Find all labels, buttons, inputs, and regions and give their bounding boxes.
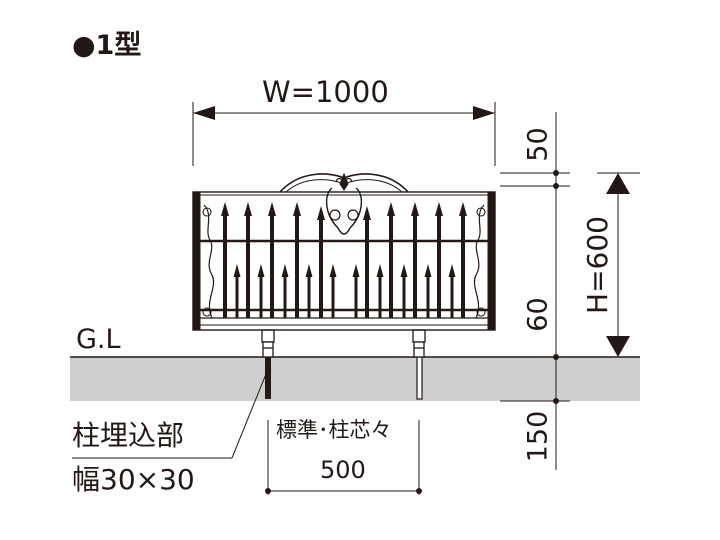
type-label: ●1型 [72,30,142,61]
bottom-gap-label: 60 [522,297,554,332]
picket-spear-tip [435,202,443,216]
embed-depth-label: 150 [522,410,554,463]
picket-spear-tip [424,264,432,277]
picket-spear-tip [363,206,371,220]
post-pitch-dimension [265,420,422,495]
post-pitch-label: 標準･柱芯々 [276,418,392,442]
picket-spear-tip [233,264,241,277]
embed-leader [72,373,267,459]
post-right [412,329,426,358]
embedded-post-left [265,357,271,399]
post-left [261,329,275,358]
width-label: W=1000 [262,75,389,109]
post-pitch-value: 500 [320,456,366,484]
picket-spear-tip [244,202,252,216]
post-embed-label: 柱埋込部 [72,419,185,452]
ground-label: G.L [76,324,121,355]
picket-spear-tip [293,202,301,216]
picket-spear-tip [329,264,337,277]
embedded-post-right [416,356,423,400]
picket-spear-tip [305,264,313,277]
picket-spear-tip [376,264,384,277]
post-size-label: 幅30×30 [72,463,195,496]
picket-spear-tip [400,264,408,277]
picket-spear-tip [268,202,276,216]
picket-spear-tip [459,202,467,216]
picket-spear-tip [281,264,289,277]
picket-spear-tip [448,264,456,277]
picket-spear-tip [411,202,419,216]
ground-band [70,357,640,401]
height-dimension [597,172,640,358]
picket-spear-tip [221,202,229,216]
picket-spear-tip [317,206,325,220]
picket-spear-tip [387,202,395,216]
picket-spear-tip [352,264,360,277]
top-gap-label: 50 [522,127,554,162]
height-label: H=600 [581,216,614,314]
picket-spear-tip [257,264,265,277]
fence-bars [221,202,467,318]
vertical-dimension-chain [500,112,570,470]
width-dimension [192,102,496,166]
